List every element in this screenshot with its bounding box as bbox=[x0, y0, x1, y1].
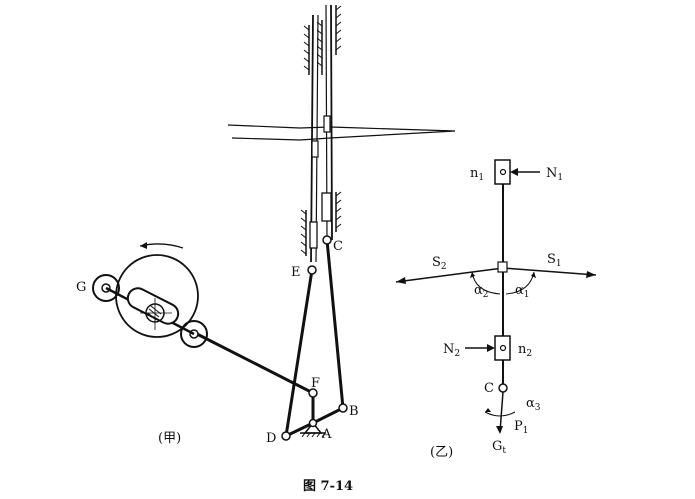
label-f: F bbox=[311, 376, 320, 391]
crank-assembly bbox=[92, 242, 208, 348]
figure-caption: 图 7-14 bbox=[303, 479, 353, 494]
label-n1-force: N1 bbox=[546, 166, 563, 183]
label-b: B bbox=[349, 404, 359, 419]
arrow-n2-icon bbox=[487, 344, 495, 352]
label-e: E bbox=[291, 265, 301, 280]
label-s1: S1 bbox=[547, 252, 562, 269]
right-panel: n1 N1 S2 S1 α2 α1 N2 n2 C α3 P1 Gt (乙) bbox=[395, 159, 597, 460]
top-guide-supports bbox=[303, 5, 342, 75]
label-alpha3: α3 bbox=[526, 396, 541, 413]
label-p1: P1 bbox=[514, 419, 528, 436]
arrow-s1-icon bbox=[586, 271, 596, 278]
label-d: D bbox=[266, 431, 276, 446]
linkages bbox=[196, 239, 345, 438]
ground-pivot-a bbox=[300, 418, 326, 438]
arrow-n1-icon bbox=[510, 168, 518, 176]
joints bbox=[281, 235, 348, 441]
label-c-right: C bbox=[484, 381, 494, 396]
arrow-s2-icon bbox=[396, 277, 406, 284]
label-alpha2: α2 bbox=[474, 283, 489, 300]
label-alpha1: α1 bbox=[515, 283, 530, 300]
label-c: C bbox=[333, 239, 343, 254]
label-gt: Gt bbox=[492, 439, 506, 456]
label-g: G bbox=[76, 280, 86, 295]
rotation-arrow-icon bbox=[140, 242, 147, 249]
wing-blade bbox=[227, 115, 456, 158]
left-panel: G E C F B D A (甲) bbox=[76, 4, 456, 446]
label-n1-small: n1 bbox=[470, 166, 484, 183]
label-n2-force: N2 bbox=[443, 342, 460, 359]
left-panel-name: (甲) bbox=[158, 431, 181, 446]
label-n2-small: n2 bbox=[518, 342, 532, 359]
right-panel-name: (乙) bbox=[430, 445, 453, 460]
arrow-p1-icon bbox=[496, 426, 503, 434]
lower-guides bbox=[300, 191, 342, 256]
label-a: A bbox=[321, 427, 332, 442]
label-s2: S2 bbox=[432, 255, 447, 272]
